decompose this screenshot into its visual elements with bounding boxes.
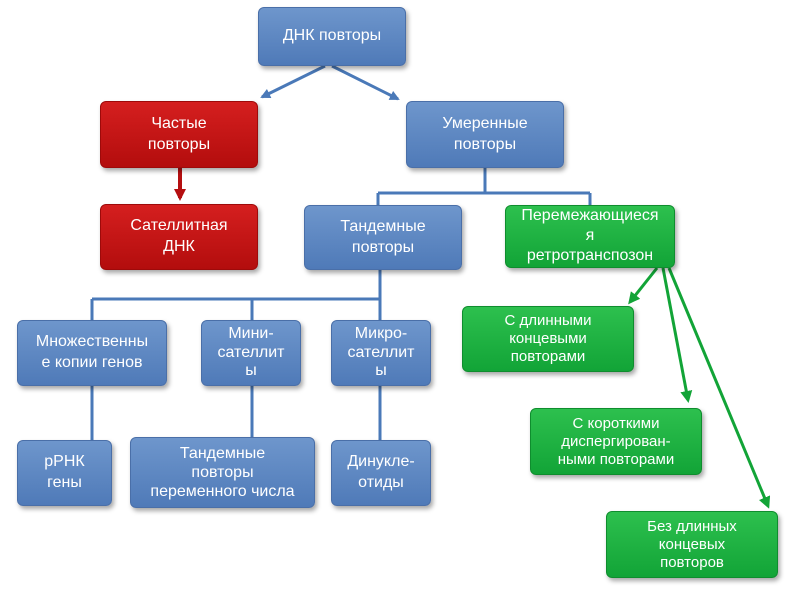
- node-vntr: Тандемные повторы переменного числа: [130, 437, 315, 508]
- line-tandem-branch: [90, 270, 382, 320]
- node-dna-repeats: ДНК повторы: [258, 7, 406, 66]
- node-dinucleotides: Динукле- отиды: [331, 440, 431, 506]
- node-no-long-terminal-repeats: Без длинных концевых повторов: [606, 511, 778, 578]
- node-multiple-gene-copies: Множественны е копии генов: [17, 320, 167, 386]
- node-short-dispersed-repeats: С короткими диспергирован- ными повторам…: [530, 408, 702, 475]
- node-minisatellites: Мини- сателлит ы: [201, 320, 301, 386]
- arrow-retro-short: [661, 267, 693, 403]
- node-moderate-repeats: Умеренные повторы: [406, 101, 564, 168]
- arrow-root-frequent: [260, 64, 326, 99]
- node-rrna-genes: рРНК гены: [17, 440, 112, 506]
- node-frequent-repeats: Частые повторы: [100, 101, 258, 168]
- arrow-retro-long: [628, 267, 659, 305]
- node-microsatellites: Микро- сателлит ы: [331, 320, 431, 386]
- node-retrotransposons: Перемежающиеся я ретротранспозон ы: [505, 205, 675, 268]
- arrow-root-moderate: [331, 64, 400, 101]
- node-long-terminal-repeats: С длинными концевыми повторами: [462, 306, 634, 372]
- arrow-retro-nolong: [667, 267, 771, 509]
- line-moderate-branch: [376, 168, 592, 205]
- node-tandem-repeats: Тандемные повторы: [304, 205, 462, 270]
- node-satellite-dna: Сателлитная ДНК: [100, 204, 258, 270]
